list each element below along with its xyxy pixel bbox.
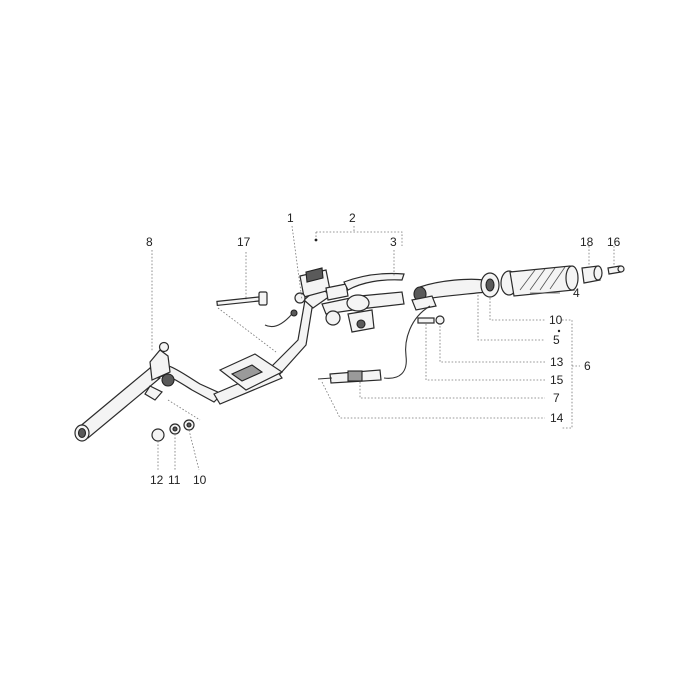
callout-4: 4 bbox=[573, 286, 580, 300]
callout-labels: 8 17 1 2 3 18 16 4 10 5 13 6 15 7 14 12 … bbox=[146, 211, 621, 487]
small-nut bbox=[435, 315, 445, 325]
nut bbox=[151, 428, 165, 442]
callout-14: 14 bbox=[550, 411, 564, 425]
callout-15: 15 bbox=[550, 373, 564, 387]
callout-12: 12 bbox=[150, 473, 164, 487]
callout-18: 18 bbox=[580, 235, 594, 249]
right-bar-section bbox=[321, 291, 405, 333]
handlebar-tube bbox=[74, 285, 331, 442]
washer-ring bbox=[480, 272, 500, 298]
throttle-cable bbox=[383, 305, 431, 379]
callout-10-right: 10 bbox=[549, 313, 563, 327]
master-cylinder bbox=[294, 267, 349, 304]
ref-dot bbox=[314, 238, 318, 242]
callout-10-left: 10 bbox=[193, 473, 207, 487]
throttle-tube bbox=[411, 278, 487, 311]
callout-5: 5 bbox=[553, 333, 560, 347]
screw bbox=[417, 317, 435, 324]
callout-1: 1 bbox=[287, 211, 294, 225]
callout-16: 16 bbox=[607, 235, 621, 249]
callout-8: 8 bbox=[146, 235, 153, 249]
rubber-grip bbox=[500, 265, 579, 297]
bar-end-screw bbox=[607, 265, 625, 275]
center-plate bbox=[218, 353, 284, 391]
bar-end-weight bbox=[581, 265, 603, 284]
leader-lines bbox=[151, 225, 615, 471]
callout-2: 2 bbox=[349, 211, 356, 225]
callout-11: 11 bbox=[168, 473, 181, 487]
callout-6: 6 bbox=[584, 359, 591, 373]
brake-lever bbox=[343, 272, 405, 291]
mount-bracket bbox=[144, 341, 175, 401]
callout-17: 17 bbox=[237, 235, 251, 249]
callout-13: 13 bbox=[550, 355, 564, 369]
callout-3: 3 bbox=[390, 235, 397, 249]
switch-plug bbox=[290, 309, 298, 317]
switch-wire bbox=[264, 313, 293, 328]
ref-dot bbox=[557, 329, 561, 333]
callout-7: 7 bbox=[553, 391, 560, 405]
cable-adjuster bbox=[317, 369, 382, 384]
long-bolt bbox=[216, 291, 268, 307]
